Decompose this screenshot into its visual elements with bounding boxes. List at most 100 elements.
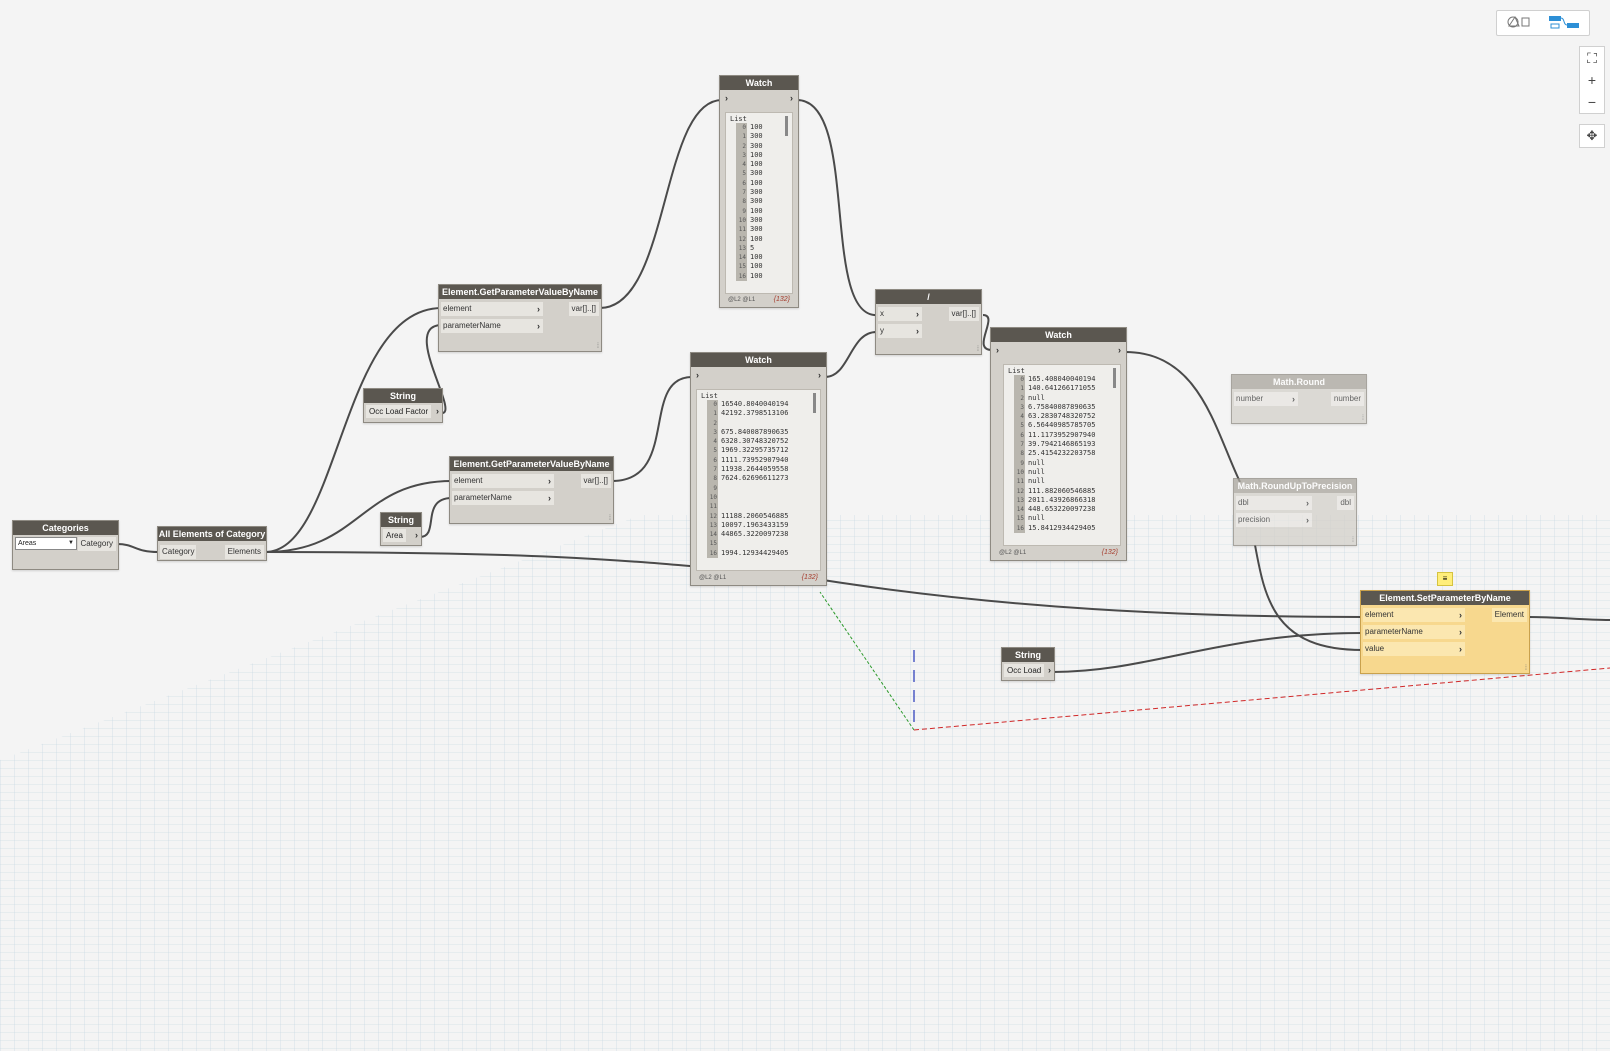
port-label: element <box>1365 610 1394 619</box>
scrollbar[interactable] <box>785 116 788 136</box>
list-index: 14 <box>736 253 747 263</box>
list-index: 7 <box>1014 440 1025 450</box>
list-index: 7 <box>707 465 718 475</box>
get-parameter-value-node-2[interactable]: Element.GetParameterValueByName element›… <box>449 456 614 524</box>
set-parameter-by-name-node[interactable]: Element.SetParameterByName element› para… <box>1360 590 1530 674</box>
input-port-x[interactable]: x› <box>878 307 922 321</box>
input-port-value[interactable]: value› <box>1363 642 1465 656</box>
list-index: 6 <box>736 178 747 189</box>
zoom-in-button[interactable]: + <box>1587 72 1597 88</box>
input-port-category[interactable]: Category <box>160 545 197 559</box>
string-value[interactable]: Occ Load <box>1004 664 1045 677</box>
input-port-chevron-icon[interactable]: › <box>996 345 999 355</box>
list-value: 100 <box>750 206 763 215</box>
node-title: Element.SetParameterByName <box>1361 591 1529 605</box>
input-port-element[interactable]: element› <box>452 474 554 488</box>
list-value: 44865.3220097238 <box>721 530 789 539</box>
input-port-number[interactable]: number› <box>1234 392 1298 406</box>
string-node-area[interactable]: String Area › <box>380 512 422 546</box>
input-port-parametername[interactable]: parameterName› <box>452 491 554 505</box>
categories-node[interactable]: Categories Areas▼ Category <box>12 520 119 570</box>
list-value: 165.408040040194 <box>1028 375 1096 383</box>
list-value: 300 <box>750 188 763 197</box>
input-port-parametername[interactable]: parameterName› <box>1363 625 1465 639</box>
chevron-right-icon[interactable]: › <box>1048 665 1051 675</box>
output-port-var[interactable]: var[]..[] <box>948 307 979 321</box>
input-port-element[interactable]: element› <box>441 302 543 316</box>
list-value: 100 <box>750 271 763 280</box>
input-port-chevron-icon[interactable]: › <box>696 370 699 380</box>
scrollbar[interactable] <box>1113 368 1116 388</box>
output-port-chevron-icon[interactable]: › <box>818 370 821 380</box>
input-port-dbl[interactable]: dbl› <box>1236 496 1312 510</box>
geometry-view-icon[interactable] <box>1501 14 1537 32</box>
math-round-node[interactable]: Math.Round number› number ⁞ <box>1231 374 1367 424</box>
string-node-occ-load[interactable]: String Occ Load › <box>1001 647 1055 681</box>
input-port-parametername[interactable]: parameterName› <box>441 319 543 333</box>
item-count: {132} <box>773 296 790 303</box>
list-item: 9 <box>707 483 820 493</box>
output-port-var[interactable]: var[]..[] <box>580 474 611 488</box>
list-index: 10 <box>707 492 718 503</box>
list-value: 6.75840087890635 <box>1028 402 1096 411</box>
list-value: null <box>1028 514 1045 523</box>
output-port-dbl[interactable]: dbl <box>1337 496 1354 510</box>
list-index: 9 <box>736 206 747 216</box>
chevron-right-icon[interactable]: › <box>436 406 439 416</box>
list-index: 11 <box>1014 477 1025 487</box>
category-dropdown[interactable]: Areas▼ <box>15 537 77 550</box>
list-index: 5 <box>707 446 718 456</box>
zoom-out-button[interactable]: − <box>1587 94 1597 110</box>
string-value[interactable]: Occ Load Factor <box>366 405 432 418</box>
string-node-occ-load-factor[interactable]: String Occ Load Factor › <box>363 388 443 423</box>
output-port-elements[interactable]: Elements <box>224 545 264 559</box>
list-value: 100 <box>750 150 763 159</box>
comment-note-icon[interactable]: ≡ <box>1437 572 1453 586</box>
node-title: Categories <box>13 521 118 535</box>
list-value: 1994.12934429405 <box>721 548 789 557</box>
list-item: 10 <box>707 492 820 503</box>
chevron-right-icon[interactable]: › <box>415 530 418 540</box>
output-port-chevron-icon[interactable]: › <box>1118 345 1121 355</box>
string-value[interactable]: Area <box>383 529 406 542</box>
get-parameter-value-node-1[interactable]: Element.GetParameterValueByName element›… <box>438 284 602 352</box>
divide-node[interactable]: / x› y› var[]..[] ⁞ <box>875 289 982 355</box>
input-port-precision[interactable]: precision› <box>1236 513 1312 527</box>
output-port-chevron-icon[interactable]: › <box>790 93 793 103</box>
graph-view-icon[interactable] <box>1547 14 1583 32</box>
input-port-element[interactable]: element› <box>1363 608 1465 622</box>
list-value: 100 <box>750 234 763 243</box>
output-port-number[interactable]: number <box>1330 392 1364 406</box>
list-index: 1 <box>1014 384 1025 394</box>
output-port-var[interactable]: var[]..[] <box>568 302 599 316</box>
chevron-right-icon: › <box>1292 394 1295 404</box>
all-elements-of-category-node[interactable]: All Elements of Category Category Elemen… <box>157 526 267 561</box>
scrollbar[interactable] <box>813 393 816 413</box>
math-round-up-to-precision-node[interactable]: Math.RoundUpToPrecision dbl› precision› … <box>1233 478 1357 546</box>
list-value: 42192.3798513106 <box>721 409 789 418</box>
list-index: 2 <box>707 418 718 428</box>
pan-icon[interactable]: ✥ <box>1579 124 1605 148</box>
list-index: 9 <box>1014 458 1025 468</box>
list-index: 10 <box>1014 467 1025 478</box>
fit-view-icon[interactable]: ⛶ <box>1587 50 1597 66</box>
port-label: x <box>880 309 884 318</box>
output-port-category[interactable]: Category <box>77 537 116 551</box>
input-port-chevron-icon[interactable]: › <box>725 93 728 103</box>
output-port-element[interactable]: Element <box>1491 608 1527 622</box>
input-port-y[interactable]: y› <box>878 324 922 338</box>
list-index: 16 <box>736 271 747 282</box>
